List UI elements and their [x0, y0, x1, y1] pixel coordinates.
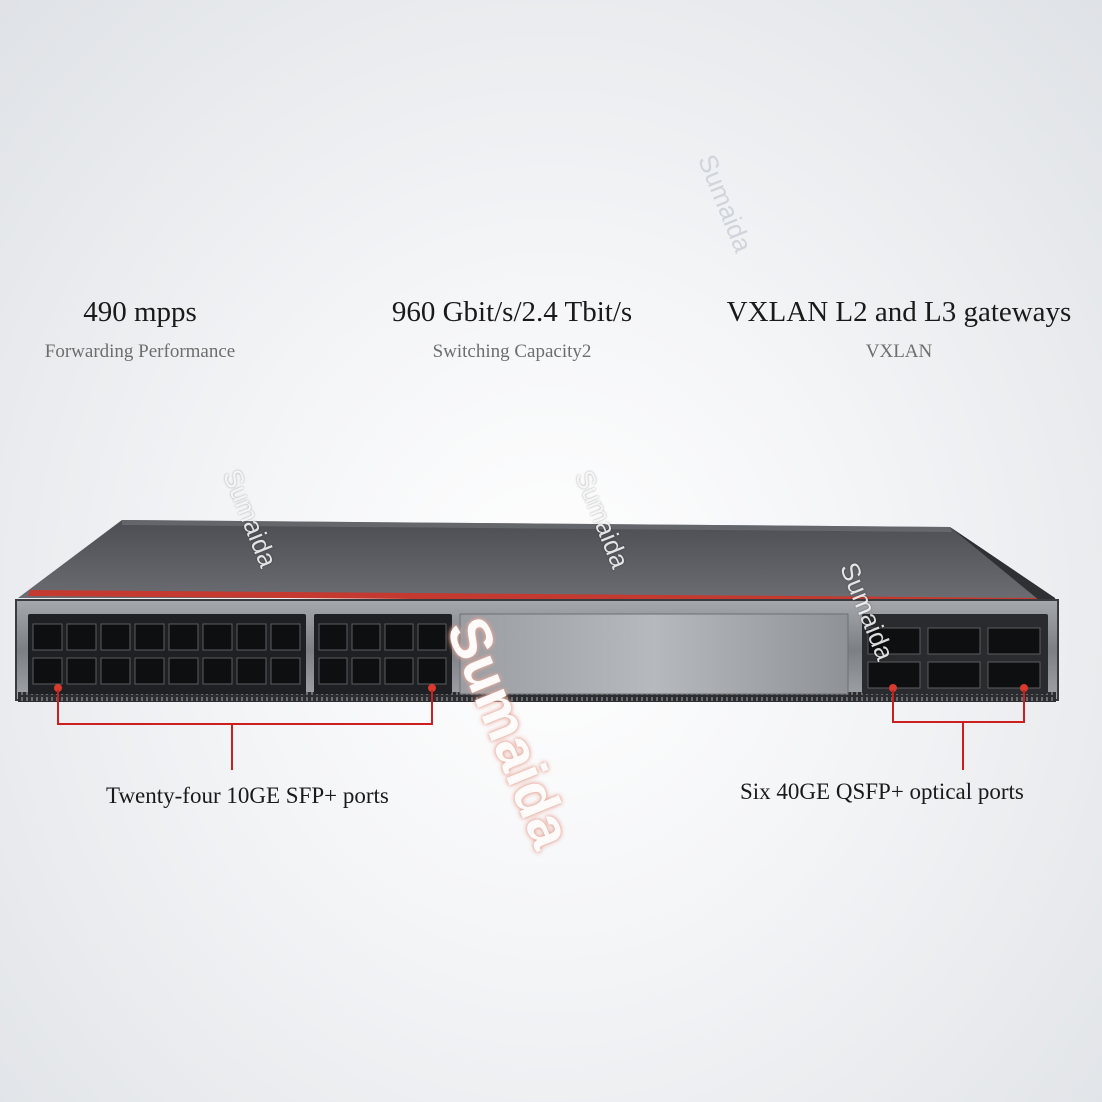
spec-value: 960 Gbit/s/2.4 Tbit/s [391, 296, 633, 328]
sfp-port [318, 657, 348, 685]
sfp-port [270, 657, 301, 685]
spec-value: VXLAN L2 and L3 gateways [726, 296, 1072, 328]
qsfp-led-left [889, 684, 897, 692]
qsfp-callout-line [892, 690, 1025, 770]
sfp-port [351, 657, 381, 685]
vent-strip [18, 692, 1056, 702]
qsfp-port [867, 661, 921, 689]
spec-vxlan: VXLAN L2 and L3 gateways VXLAN [724, 296, 1074, 363]
sfp-port [384, 657, 414, 685]
sfp-port [32, 623, 63, 651]
sfp-port [236, 657, 267, 685]
qsfp-port [987, 661, 1041, 689]
sfp-port [384, 623, 414, 651]
sfp-port [32, 657, 63, 685]
spec-value: 490 mpps [83, 296, 197, 328]
brushed-panel [460, 614, 848, 694]
sfp-port [134, 657, 165, 685]
sfp-port [168, 657, 199, 685]
sfp-port [202, 623, 233, 651]
sfp-port [236, 623, 267, 651]
qsfp-port [927, 661, 981, 689]
sfp-port [351, 623, 381, 651]
qsfp-port [867, 627, 921, 655]
sfp-port [202, 657, 233, 685]
qsfp-led-right [1020, 684, 1028, 692]
sfp-port [417, 623, 447, 651]
port-led [428, 684, 436, 692]
sfp-port [168, 623, 199, 651]
sfp-port [100, 623, 131, 651]
sfp-callout-line [57, 690, 433, 770]
sfp-port [270, 623, 301, 651]
sfp-port [417, 657, 447, 685]
sfp-port [100, 657, 131, 685]
chassis-top [18, 520, 1055, 598]
spec-label: Switching Capacity2 [432, 341, 592, 362]
qsfp-ports-label: Six 40GE QSFP+ optical ports [740, 779, 1024, 804]
qsfp-port [987, 627, 1041, 655]
spec-label: VXLAN [865, 341, 933, 362]
sfp-ports-label: Twenty-four 10GE SFP+ ports [106, 783, 389, 808]
spec-switching: 960 Gbit/s/2.4 Tbit/s Switching Capacity… [362, 296, 662, 363]
sfp-port [66, 623, 97, 651]
sfp-port [66, 657, 97, 685]
spec-label: Forwarding Performance [44, 341, 236, 362]
sfp-port [134, 623, 165, 651]
spec-forwarding: 490 mpps Forwarding Performance [20, 296, 260, 363]
sys-led [54, 684, 62, 692]
sfp-port [318, 623, 348, 651]
qsfp-port [927, 627, 981, 655]
